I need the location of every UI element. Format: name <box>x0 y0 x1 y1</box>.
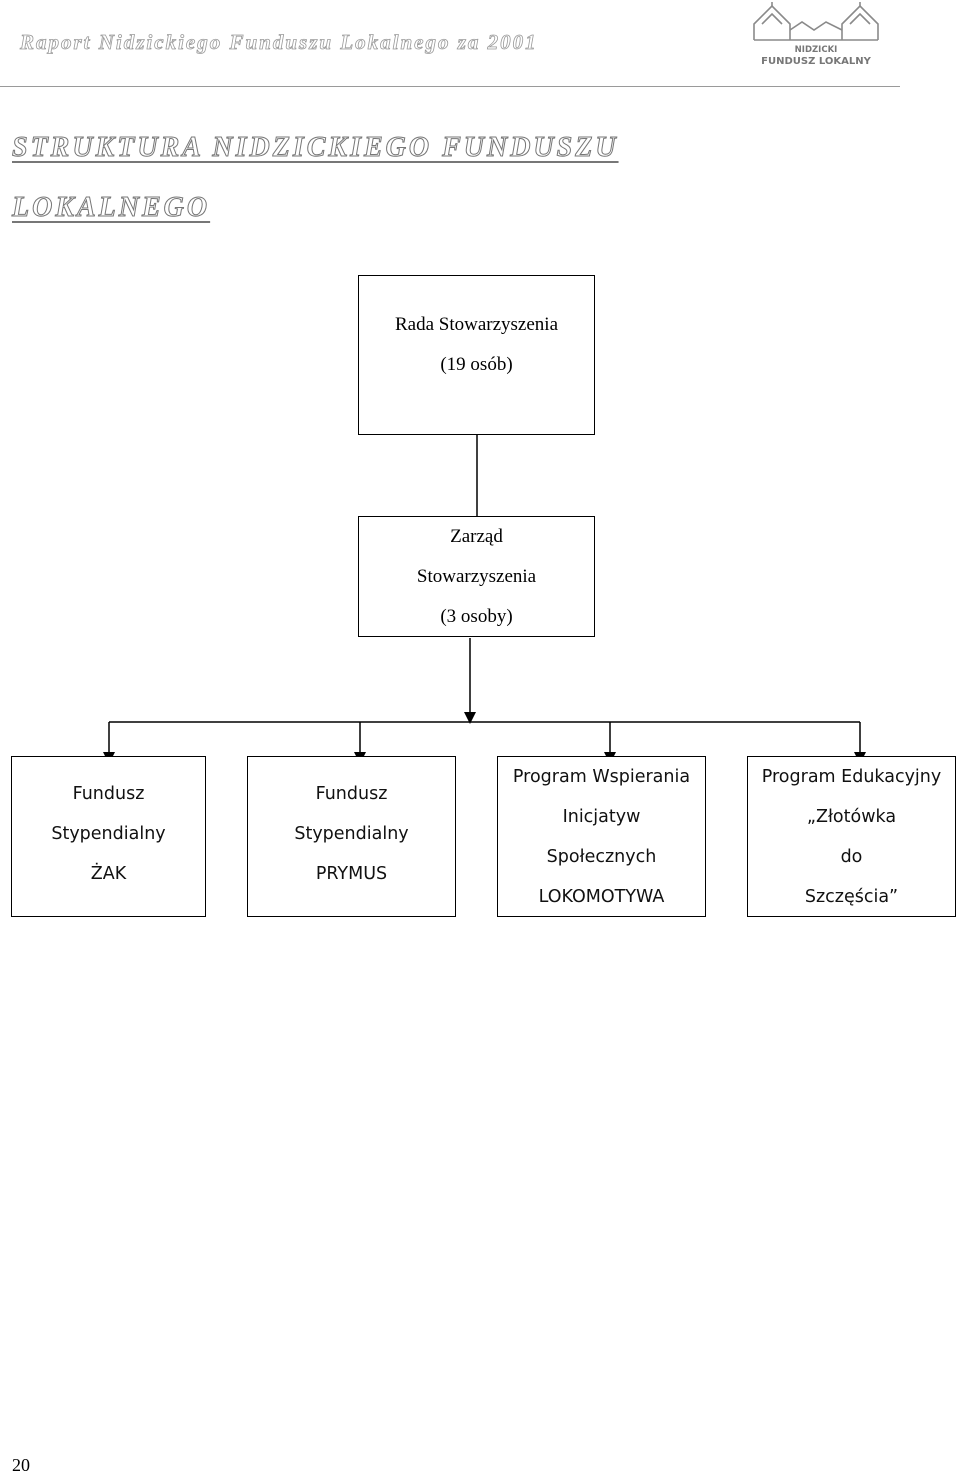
node-council: Rada Stowarzyszenia (19 osób) <box>358 275 595 435</box>
node-child-1-line-3: ŻAK <box>90 863 127 884</box>
logo-line-1: NIDZICKI <box>795 45 838 55</box>
section-title: STRUKTURA NIDZICKIEGO FUNDUSZU LOKALNEGO <box>12 132 619 224</box>
header-divider <box>0 86 900 87</box>
node-child-2-line-1: Fundusz <box>315 783 388 804</box>
node-child-4: Program Edukacyjny „Złotówka do Szczęści… <box>747 756 956 917</box>
node-child-3-line-2: Inicjatyw <box>562 807 641 827</box>
node-child-2: Fundusz Stypendialny PRYMUS <box>247 756 456 917</box>
node-council-line-2: (19 osób) <box>440 354 513 375</box>
node-child-3: Program Wspierania Inicjatyw Społecznych… <box>497 756 706 917</box>
logo-line-2: FUNDUSZ LOKALNY <box>761 56 871 67</box>
node-child-1: Fundusz Stypendialny ŻAK <box>11 756 206 917</box>
node-child-1-line-2: Stypendialny <box>51 823 166 844</box>
node-board-line-1: Zarząd <box>450 525 503 547</box>
node-child-4-line-3: do <box>840 847 863 867</box>
arrowhead-board <box>464 712 476 724</box>
node-child-4-line-2: „Złotówka <box>806 807 897 827</box>
node-child-4-line-1: Program Edukacyjny <box>761 767 942 787</box>
node-board-line-2: Stowarzyszenia <box>416 565 537 587</box>
node-council-line-1: Rada Stowarzyszenia <box>394 314 559 335</box>
node-board-line-3: (3 osoby) <box>440 605 513 627</box>
node-child-4-line-4: Szczęścia” <box>804 887 899 907</box>
nidzicki-fundusz-logo: NIDZICKI FUNDUSZ LOKALNY <box>753 2 879 67</box>
page-number: 20 <box>12 1455 30 1475</box>
node-child-3-line-4: LOKOMOTYWA <box>538 887 665 907</box>
running-header-title: Raport Nidzickiego Funduszu Lokalnego za… <box>20 30 538 55</box>
node-child-3-line-1: Program Wspierania <box>512 767 691 787</box>
node-child-3-line-3: Społecznych <box>546 847 657 867</box>
node-board: Zarząd Stowarzyszenia (3 osoby) <box>358 516 595 637</box>
node-child-1-line-1: Fundusz <box>72 783 145 804</box>
node-child-2-line-3: PRYMUS <box>315 863 388 884</box>
node-child-2-line-2: Stypendialny <box>294 823 409 844</box>
